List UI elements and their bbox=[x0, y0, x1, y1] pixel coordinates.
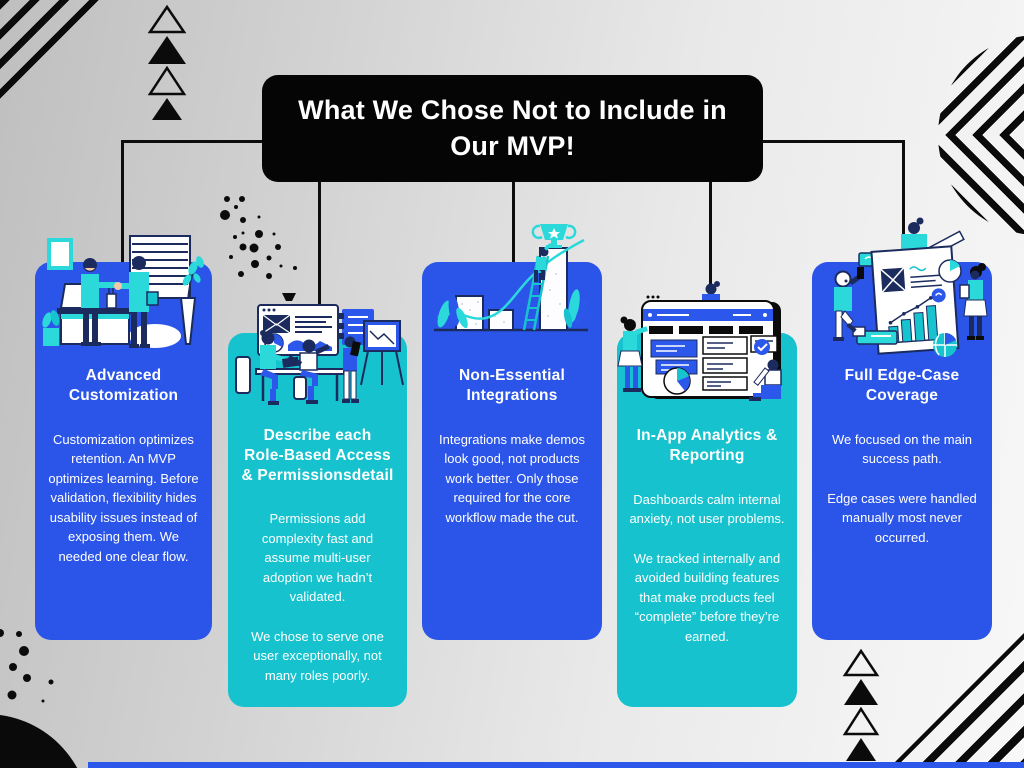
card-paragraph: Integrations make demos look good, not p… bbox=[439, 431, 585, 525]
card-paragraph: Permissions add complexity fast and assu… bbox=[261, 511, 374, 605]
connector-card-4 bbox=[709, 140, 712, 340]
page-title: What We Chose Not to Include in Our MVP! bbox=[298, 95, 727, 161]
card-role-based-access: Describe each Role-Based Access & Permis… bbox=[228, 333, 407, 707]
title-banner: What We Chose Not to Include in Our MVP! bbox=[262, 75, 763, 182]
corner-stripes-bottom-right bbox=[889, 633, 1024, 768]
card-paragraph: Customization optimizes retention. An MV… bbox=[48, 431, 199, 564]
black-circle-decoration bbox=[0, 714, 90, 768]
card-paragraph: We tracked internally and avoided buildi… bbox=[633, 550, 781, 644]
growth-ladder-trophy-illustration bbox=[434, 224, 589, 332]
card-paragraph: Edge cases were handled manually most ne… bbox=[827, 490, 977, 545]
card-paragraph: We chose to serve one user exceptionally… bbox=[251, 628, 384, 683]
chevron-circle-decoration bbox=[938, 35, 1024, 235]
dots-cluster-top bbox=[220, 196, 297, 279]
card-heading: Advanced Customization bbox=[68, 367, 179, 404]
connector-card-2 bbox=[318, 142, 321, 335]
connector-card-3 bbox=[512, 142, 515, 265]
team-meeting-charts-illustration bbox=[235, 293, 404, 405]
card-heading: In-App Analytics & Reporting bbox=[636, 427, 778, 464]
corner-stripes-top-left bbox=[0, 0, 100, 100]
connector-card-1 bbox=[121, 140, 124, 265]
card-heading: Describe each Role-Based Access & Permis… bbox=[241, 427, 394, 484]
dots-cluster-bottom-left bbox=[0, 629, 54, 703]
office-handshake-illustration bbox=[42, 235, 204, 348]
connector-card-5 bbox=[902, 140, 905, 265]
triangle-column-top-left bbox=[147, 4, 187, 120]
card-paragraph: We focused on the main success path. bbox=[832, 431, 972, 467]
bottom-accent-bar bbox=[88, 762, 1024, 768]
triangle-column-bottom-right bbox=[842, 648, 880, 761]
card-paragraph: Dashboards calm internal anxiety, not us… bbox=[629, 491, 785, 527]
report-review-illustration bbox=[833, 217, 988, 357]
card-heading: Non-Essential Integrations bbox=[459, 367, 565, 404]
kanban-dashboard-illustration bbox=[617, 281, 782, 401]
card-heading: Full Edge-Case Coverage bbox=[844, 367, 960, 404]
